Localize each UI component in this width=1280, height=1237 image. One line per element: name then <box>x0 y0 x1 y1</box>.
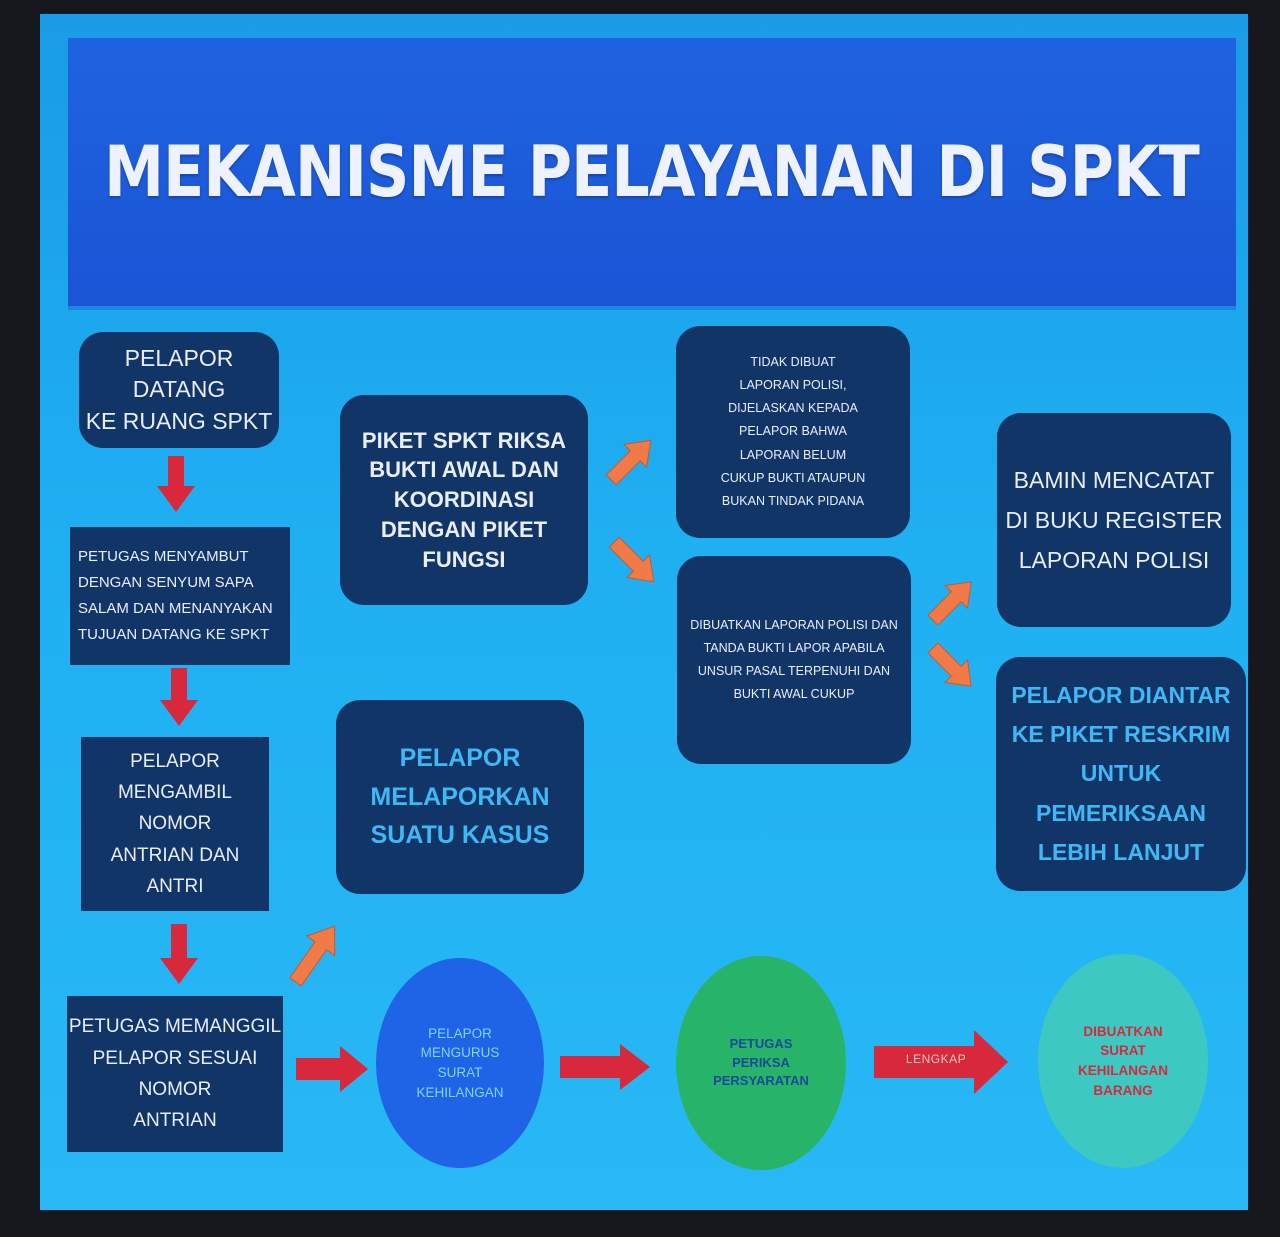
dibuatkan-laporan-box: DIBUATKAN LAPORAN POLISI DAN TANDA BUKTI… <box>677 556 911 764</box>
arrow-diag-up-to-tidak <box>605 439 652 486</box>
arrow-right-1 <box>296 1046 368 1092</box>
arrow-right-2 <box>560 1044 650 1090</box>
step-petugas-memanggil: PETUGAS MEMANGGIL PELAPOR SESUAI NOMOR A… <box>67 996 283 1152</box>
tidak-dibuat-box: TIDAK DIBUAT LAPORAN POLISI, DIJELASKAN … <box>676 326 910 538</box>
periksa-persyaratan-circle: PETUGAS PERIKSA PERSYARATAN <box>676 956 846 1170</box>
tidak-dibuat-label: TIDAK DIBUAT LAPORAN POLISI, DIJELASKAN … <box>720 355 866 508</box>
step-petugas-menyambut: PETUGAS MENYAMBUT DENGAN SENYUM SAPA SAL… <box>70 527 290 665</box>
surat-kehilangan-label: DIBUATKAN SURAT KEHILANGAN BARANG <box>1078 1023 1168 1098</box>
surat-kehilangan-circle: DIBUATKAN SURAT KEHILANGAN BARANG <box>1038 954 1208 1168</box>
piket-spkt-label: PIKET SPKT RIKSA BUKTI AWAL DAN KOORDINA… <box>361 427 567 572</box>
step-petugas-menyambut-label: PETUGAS MENYAMBUT DENGAN SENYUM SAPA SAL… <box>78 547 273 644</box>
arrow-diag-down-to-dibuatkan <box>608 536 655 583</box>
pelapor-diantar-box: PELAPOR DIANTAR KE PIKET RESKRIM UNTUK P… <box>996 657 1246 891</box>
arrow-down-3 <box>160 924 198 984</box>
bamin-mencatat-label: BAMIN MENCATAT DI BUKU REGISTER LAPORAN … <box>1005 466 1223 574</box>
lengkap-label: LENGKAP <box>905 1052 967 1066</box>
arrow-diag-down-to-diantar <box>927 642 972 687</box>
step-petugas-memanggil-label: PETUGAS MEMANGGIL PELAPOR SESUAI NOMOR A… <box>68 1016 282 1132</box>
dibuatkan-laporan-label: DIBUATKAN LAPORAN POLISI DAN TANDA BUKTI… <box>690 617 898 702</box>
step-mengambil-nomor: PELAPOR MENGAMBIL NOMOR ANTRIAN DAN ANTR… <box>81 737 269 911</box>
arrow-down-1 <box>157 456 195 512</box>
pelapor-diantar-label: PELAPOR DIANTAR KE PIKET RESKRIM UNTUK P… <box>1011 682 1231 865</box>
periksa-persyaratan-label: PETUGAS PERIKSA PERSYARATAN <box>713 1035 809 1089</box>
title-bar: MEKANISME PELAYANAN DI SPKT <box>68 38 1236 310</box>
melaporkan-kasus-label: PELAPOR MELAPORKAN SUATU KASUS <box>370 743 550 850</box>
step-pelapor-datang: PELAPOR DATANG KE RUANG SPKT <box>79 332 279 448</box>
step-pelapor-datang-label: PELAPOR DATANG KE RUANG SPKT <box>85 345 273 434</box>
mengurus-surat-label: PELAPOR MENGURUS SURAT KEHILANGAN <box>416 1025 504 1100</box>
arrow-right-lengkap <box>874 1030 1008 1094</box>
arrow-diag-up-to-bamin <box>927 581 972 626</box>
bamin-mencatat-box: BAMIN MENCATAT DI BUKU REGISTER LAPORAN … <box>997 413 1231 627</box>
mengurus-surat-circle: PELAPOR MENGURUS SURAT KEHILANGAN <box>376 958 544 1168</box>
page-title: MEKANISME PELAYANAN DI SPKT <box>104 131 1201 213</box>
melaporkan-kasus-box: PELAPOR MELAPORKAN SUATU KASUS <box>336 700 584 894</box>
piket-spkt-box: PIKET SPKT RIKSA BUKTI AWAL DAN KOORDINA… <box>340 395 588 605</box>
arrow-down-2 <box>160 668 198 726</box>
step-mengambil-nomor-label: PELAPOR MENGAMBIL NOMOR ANTRIAN DAN ANTR… <box>110 750 240 898</box>
arrow-diag-up-to-melaporkan <box>289 925 336 987</box>
